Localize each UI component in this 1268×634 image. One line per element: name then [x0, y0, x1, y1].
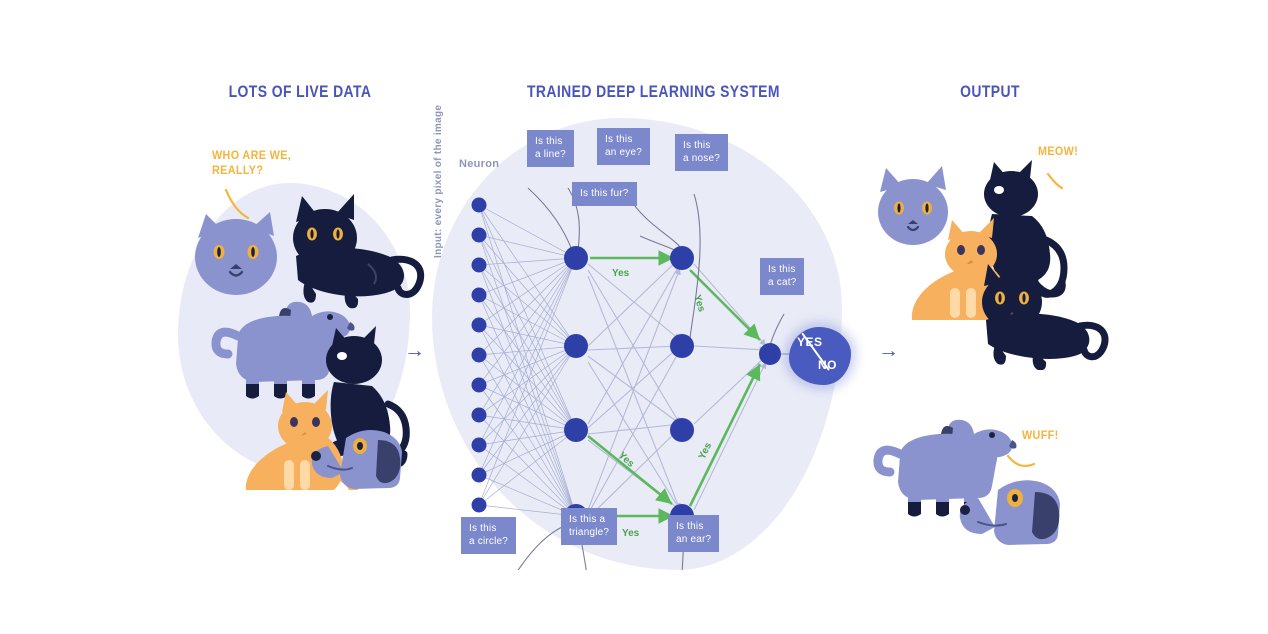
input-animal-illustrations: [195, 188, 425, 490]
hidden-layer-2-nodes: [670, 246, 694, 528]
cat-sitting-dark: [982, 160, 1068, 298]
output-dog-illustrations: [873, 419, 1060, 545]
output-cat-illustrations: [878, 160, 1109, 370]
yes-label-1: Yes: [612, 268, 630, 279]
yes-label-3: Yes: [616, 450, 636, 470]
dog-standing-blue: [211, 301, 355, 399]
wuff-squiggle: [1006, 454, 1036, 467]
cat-leaping-dark: [293, 194, 425, 309]
question-box-nose[interactable]: Is this a nose?: [675, 134, 728, 171]
dog-head-blue: [311, 430, 402, 489]
callout-who-are-we: WHO ARE WE, REALLY?: [212, 148, 292, 177]
input-layer-nodes: [471, 197, 487, 513]
question-box-cat[interactable]: Is this a cat?: [760, 258, 805, 295]
input-axis-label: Input: every pixel of the image: [433, 104, 444, 258]
flow-arrow-2-icon: →: [878, 339, 899, 362]
heading-lots-of-live-data: LOTS OF LIVE DATA: [228, 82, 372, 101]
question-box-triangle[interactable]: Is this a triangle?: [561, 508, 618, 545]
question-box-eye[interactable]: Is this an eye?: [597, 128, 650, 165]
question-box-fur[interactable]: Is this fur?: [572, 182, 637, 206]
edges-input-to-hidden1: [478, 204, 577, 517]
cat-sitting-orange: [245, 390, 359, 490]
output-layer-node: [759, 343, 781, 365]
heading-output: OUTPUT: [960, 82, 1020, 101]
question-box-line[interactable]: Is this a line?: [527, 130, 574, 167]
meow-squiggle: [1046, 172, 1064, 190]
dog-head-blue: [959, 480, 1060, 545]
decision-yes-no-badge: YES NO: [789, 327, 851, 385]
heading-trained-deep-learning-system: TRAINED DEEP LEARNING SYSTEM: [527, 82, 780, 101]
dog-standing-blue: [873, 419, 1017, 517]
yes-label-2: Yes: [691, 294, 707, 314]
callout-wuff: WUFF!: [1022, 428, 1059, 442]
question-box-circle[interactable]: Is this a circle?: [461, 517, 517, 554]
question-box-ear[interactable]: Is this an ear?: [668, 515, 720, 552]
neural-network-graph: Yes Yes Yes Yes Yes: [471, 187, 798, 570]
callout-meow: MEOW!: [1038, 144, 1079, 158]
neuron-label: Neuron: [459, 158, 500, 170]
decision-no-label: NO: [818, 358, 837, 372]
hidden-layer-1-nodes: [564, 246, 588, 528]
flow-arrow-1-icon: →: [404, 339, 425, 362]
cat-head-gray: [878, 166, 948, 245]
callout-squiggle: [224, 188, 250, 220]
cat-leaping-dark: [982, 262, 1109, 370]
edges-hidden1-to-hidden2: [587, 257, 681, 519]
edges-yes-output: [688, 269, 762, 507]
cat-head-gray: [195, 212, 277, 295]
yes-label-5: Yes: [697, 441, 715, 462]
yes-label-4: Yes: [622, 528, 640, 539]
